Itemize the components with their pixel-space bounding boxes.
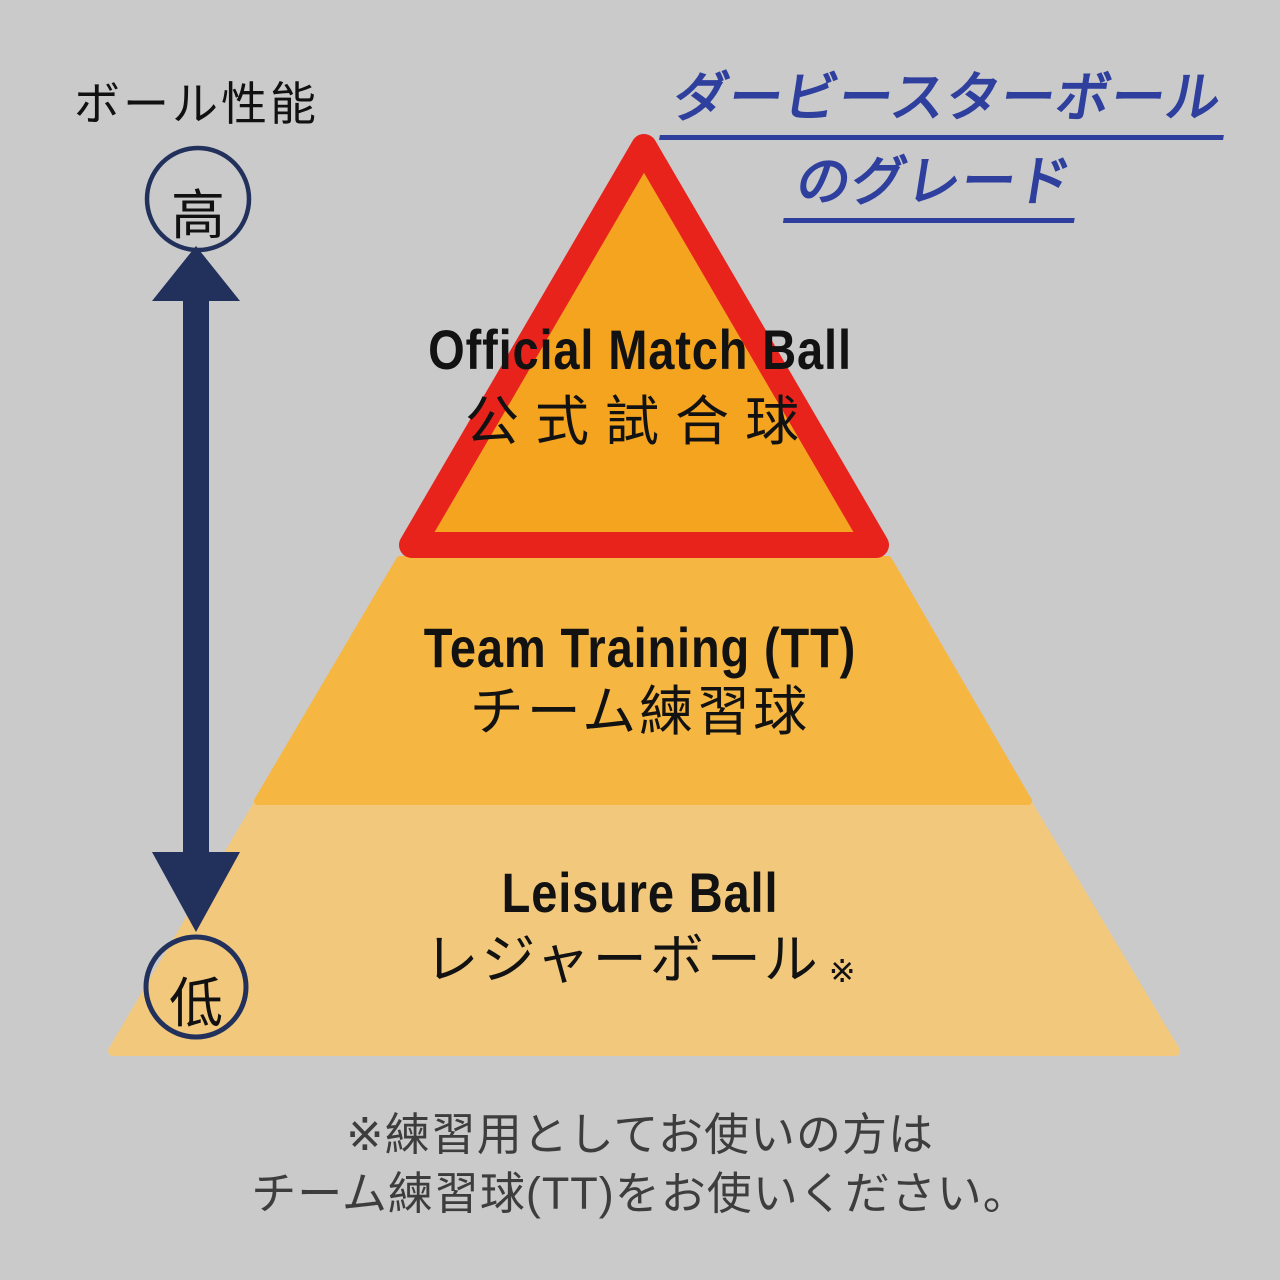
- tier-team-training-label-en: Team Training (TT): [423, 616, 857, 679]
- diagram-title-line1: ダービースターボール: [659, 68, 1234, 140]
- axis-high-label: 高: [171, 186, 225, 246]
- tier-leisure-label-en: Leisure Ball: [501, 861, 779, 924]
- performance-arrow: [152, 246, 240, 932]
- tier-leisure-label-ja: レジャーボール※: [0, 933, 1280, 987]
- tier-team-training-shape: [254, 556, 1032, 805]
- diagram-title-line2: のグレード: [782, 152, 1085, 224]
- axis-low-label: 低: [169, 974, 223, 1034]
- tier-official-label-en: Official Match Ball: [428, 318, 852, 381]
- footnote: ※練習用としてお使いの方は チーム練習球(TT)をお使いください。: [0, 1106, 1280, 1223]
- footnote-marker: ※: [828, 953, 856, 989]
- axis-title: ボール性能: [74, 78, 319, 130]
- tier-official-label-ja: 公式試合球: [465, 392, 815, 452]
- high-circle: [144, 145, 252, 253]
- tier-official-shape: [399, 134, 889, 558]
- footnote-line2: チーム練習球(TT)をお使いください。: [251, 1167, 1029, 1219]
- footnote-line1: ※練習用としてお使いの方は: [345, 1109, 934, 1160]
- diagram-title: ダービースターボール のグレード: [643, 68, 1237, 224]
- tier-team-training-label-ja: チーム練習球: [469, 682, 811, 742]
- tier-leisure-label-ja-text: レジャーボール: [424, 930, 821, 990]
- low-circle: [143, 934, 249, 1040]
- tier-leisure-shape: [108, 800, 1180, 1056]
